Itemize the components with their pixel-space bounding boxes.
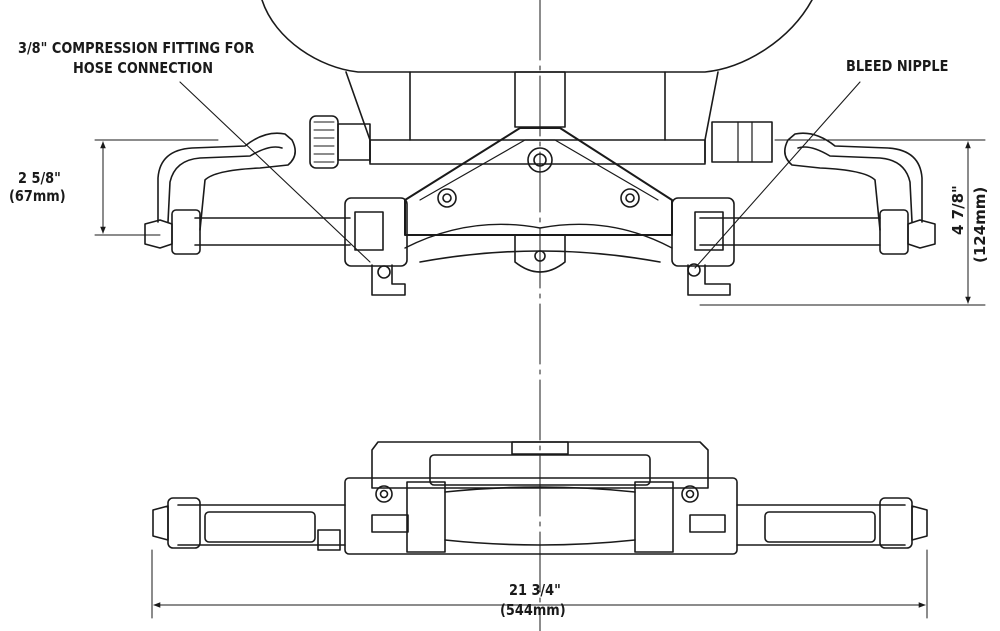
bracket-bolt-left <box>437 188 457 208</box>
frame-tab <box>511 441 569 455</box>
right-block <box>711 121 773 163</box>
left-fitting <box>371 264 406 296</box>
cylinder-body-lower <box>344 477 738 555</box>
left-lower-fitting <box>371 514 409 533</box>
fitting-callout-line1: 3/8" COMPRESSION FITTING FOR <box>18 39 255 57</box>
top-view <box>144 0 936 296</box>
right-fitting <box>687 264 731 296</box>
right-nut <box>907 219 936 249</box>
right-height-dim: 4 7/8" <box>949 185 967 235</box>
right-lower-fitting <box>689 514 726 533</box>
bleed-leader <box>694 81 861 269</box>
fitting-callout-line2: HOSE CONNECTION <box>73 59 214 77</box>
left-height-dim: 2 5/8" <box>18 169 61 187</box>
right-bleed-nipple <box>681 485 699 503</box>
right-end-cap <box>671 197 735 267</box>
right-hose-arm <box>784 132 923 231</box>
motor-body <box>345 71 719 163</box>
fitting-leader <box>179 81 371 263</box>
left-height-dim-metric: (67mm) <box>9 187 66 205</box>
right-height-dim-metric: (124mm) <box>971 186 989 263</box>
bracket-frame <box>371 441 709 489</box>
left-end-cap <box>344 197 408 267</box>
bracket-bolt-right <box>620 188 640 208</box>
dimension-lines <box>94 139 986 619</box>
left-bleed-nipple <box>375 485 393 503</box>
left-nut <box>144 219 173 249</box>
width-dim-metric: (544mm) <box>500 601 566 619</box>
left-hose-arm <box>157 132 296 231</box>
cylinder-tube <box>194 217 881 246</box>
leader-lines <box>179 81 861 269</box>
bleed-nipple-callout: BLEED NIPPLE <box>846 57 949 75</box>
compression-nut <box>309 115 339 169</box>
tiller-bracket <box>404 127 673 236</box>
motor-dome <box>261 0 813 73</box>
width-dim: 21 3/4" <box>509 581 561 599</box>
